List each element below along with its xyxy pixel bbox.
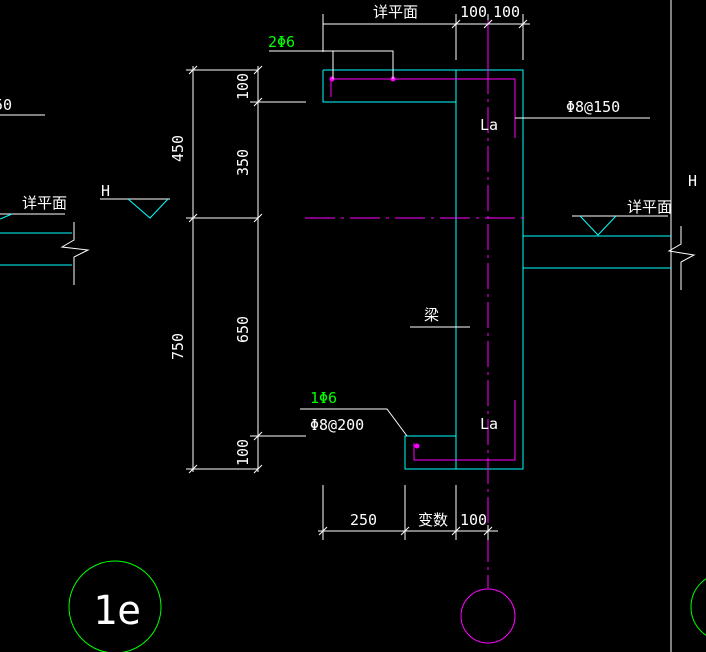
break-line-left (60, 222, 90, 285)
left-partial-value: 50 (0, 96, 12, 114)
beam-label: 梁 (424, 306, 439, 324)
leader-lines (0, 50, 650, 437)
level-triangle-right (579, 215, 617, 236)
stirrup-label: Φ8@150 (566, 98, 620, 116)
dim-bottom-variable: 变数 (418, 511, 448, 529)
axis-bubble-partial (690, 578, 706, 636)
right-detail-label: 详平面 (627, 198, 672, 216)
dim-inner-650: 650 (234, 316, 252, 343)
axis-bubble-right (460, 588, 516, 644)
bottom-stirrup-label: Φ8@200 (310, 416, 364, 434)
rebar-bottom (414, 400, 516, 461)
rebar-dot-3 (414, 443, 420, 449)
section-outline (322, 69, 524, 470)
dim-inner-100-bottom: 100 (234, 439, 252, 466)
rebar-top (330, 78, 516, 138)
dim-left-450: 450 (169, 135, 187, 162)
la-label-bottom: La (480, 415, 498, 433)
dim-left-750: 750 (169, 333, 187, 360)
axis-label-left: 1e (93, 588, 141, 634)
level-label-right: H (688, 172, 697, 190)
top-detail-label: 详平面 (373, 3, 418, 21)
dim-inner-100-top: 100 (234, 73, 252, 100)
level-label-left: H (101, 182, 110, 200)
level-mark-left-edge (0, 213, 13, 220)
bottom-bar-label: 1Φ6 (310, 389, 337, 407)
break-line-right (667, 226, 696, 290)
dim-top-100-b: 100 (493, 3, 520, 21)
left-detail-label: 详平面 (22, 194, 67, 212)
dim-inner-350: 350 (234, 149, 252, 176)
la-label-top: La (480, 116, 498, 134)
axis-bubble-left (68, 560, 162, 652)
dimensions-group (186, 14, 530, 540)
dim-bottom-100: 100 (460, 511, 487, 529)
top-bar-label: 2Φ6 (268, 33, 295, 51)
dim-top-100-a: 100 (460, 3, 487, 21)
level-triangle-left (127, 198, 169, 219)
dim-bottom-250: 250 (350, 511, 377, 529)
